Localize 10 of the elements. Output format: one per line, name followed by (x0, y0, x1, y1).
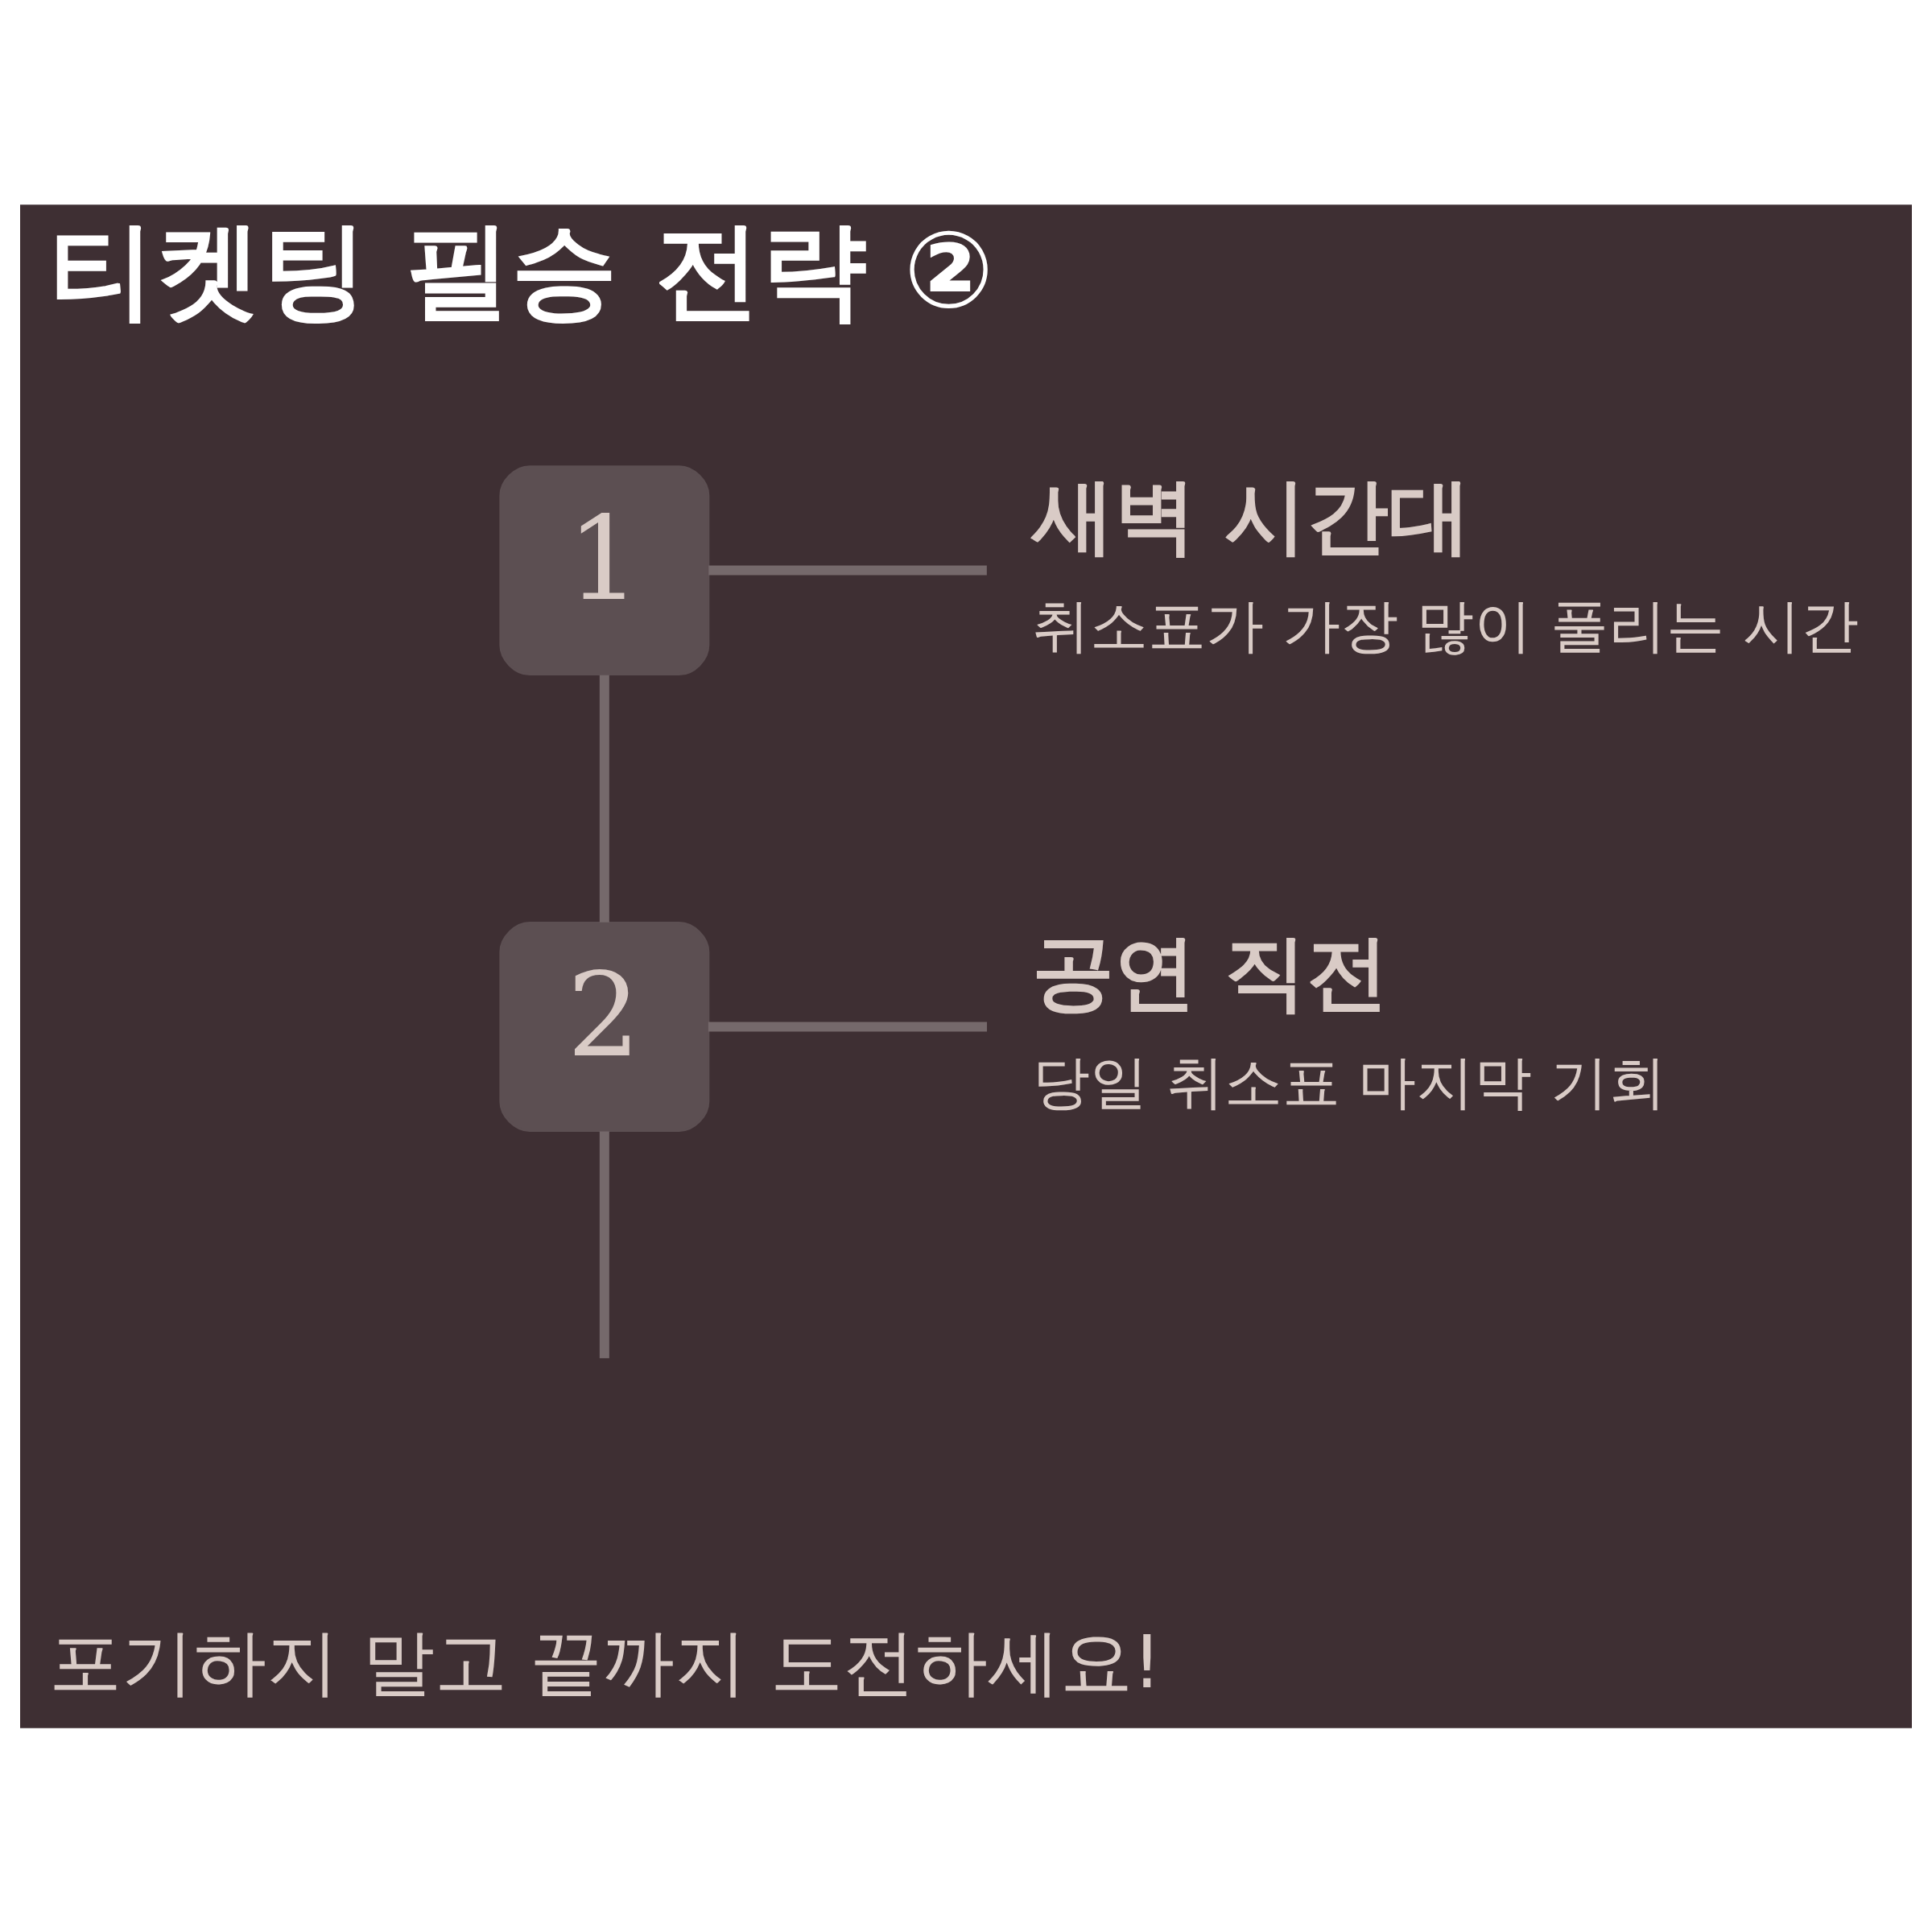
diagram-title: 티켓팅 필승 전략 ② (48, 208, 994, 332)
connector (599, 1131, 609, 1358)
connector (708, 565, 987, 576)
node-box: 2 (499, 921, 710, 1132)
node-box: 1 (499, 464, 710, 675)
node-text: 공연 직전 당일 취소표 마지막 기회 (1031, 923, 1667, 1116)
caption: 포기하지 말고 끝까지 도전하세요! (48, 1619, 1162, 1704)
node-text: 새벽 시간대 취소표가 가장 많이 풀리는 시간 (1031, 467, 1860, 659)
connector (599, 675, 609, 923)
connector (708, 1022, 988, 1031)
